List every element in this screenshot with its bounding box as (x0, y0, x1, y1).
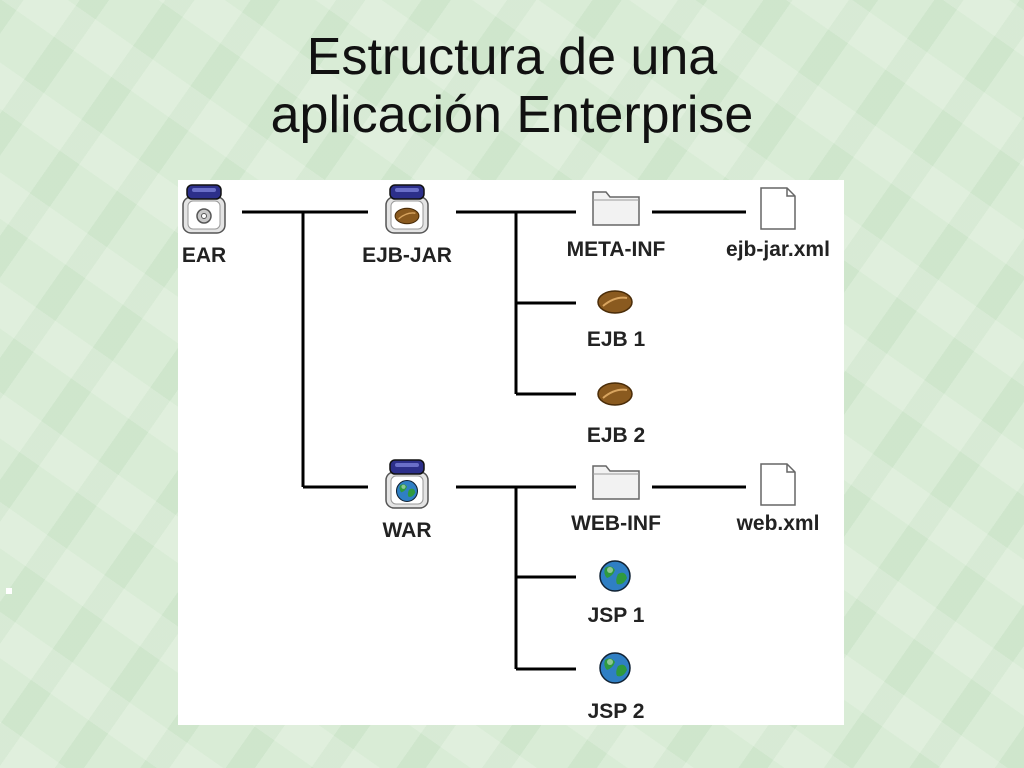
node-war: WAR (383, 459, 432, 542)
node-jsp2: JSP 2 (588, 652, 645, 723)
label-ejb2: EJB 2 (587, 424, 645, 447)
folder-icon (592, 465, 640, 500)
jar-globe-icon (385, 459, 429, 509)
label-ejb1: EJB 1 (587, 328, 646, 351)
label-jsp2: JSP 2 (588, 700, 645, 723)
node-web-inf: WEB-INF (571, 465, 661, 535)
file-icon (760, 463, 796, 506)
connector-lines (242, 210, 746, 671)
label-jsp1: JSP 1 (588, 604, 645, 627)
stray-bullet-dot (6, 588, 12, 594)
folder-icon (592, 191, 640, 226)
title-line-2: aplicación Enterprise (270, 86, 754, 144)
globe-icon (599, 652, 631, 684)
node-meta-inf: META-INF (567, 191, 666, 261)
globe-icon (599, 560, 631, 592)
label-war: WAR (383, 519, 432, 542)
node-jsp1: JSP 1 (588, 560, 645, 627)
label-ejb-jar-xml: ejb-jar.xml (726, 238, 830, 261)
node-ejb-jar-xml: ejb-jar.xml (726, 187, 830, 261)
label-web-xml: web.xml (736, 512, 820, 535)
title-line-1: Estructura de una (306, 28, 718, 86)
diagram-panel: EAR EJB-JAR WAR META-INF ejb-jar.x (178, 180, 844, 725)
node-web-xml: web.xml (736, 463, 820, 535)
label-ear: EAR (182, 244, 226, 267)
node-ejb2: EJB 2 (587, 382, 645, 447)
slide-title: Estructura de una aplicación Enterprise (0, 28, 1024, 144)
bean-icon (597, 382, 633, 406)
jar-gear-icon (182, 184, 226, 234)
jar-bean-icon (385, 184, 429, 234)
label-ejb-jar: EJB-JAR (362, 244, 452, 267)
label-meta-inf: META-INF (567, 238, 666, 261)
node-ear: EAR (182, 184, 226, 267)
bean-icon (597, 290, 633, 314)
file-icon (760, 187, 796, 230)
label-web-inf: WEB-INF (571, 512, 661, 535)
structure-diagram: EAR EJB-JAR WAR META-INF ejb-jar.x (182, 184, 830, 723)
node-ejb1: EJB 1 (587, 290, 646, 351)
node-ejb-jar: EJB-JAR (362, 184, 452, 267)
